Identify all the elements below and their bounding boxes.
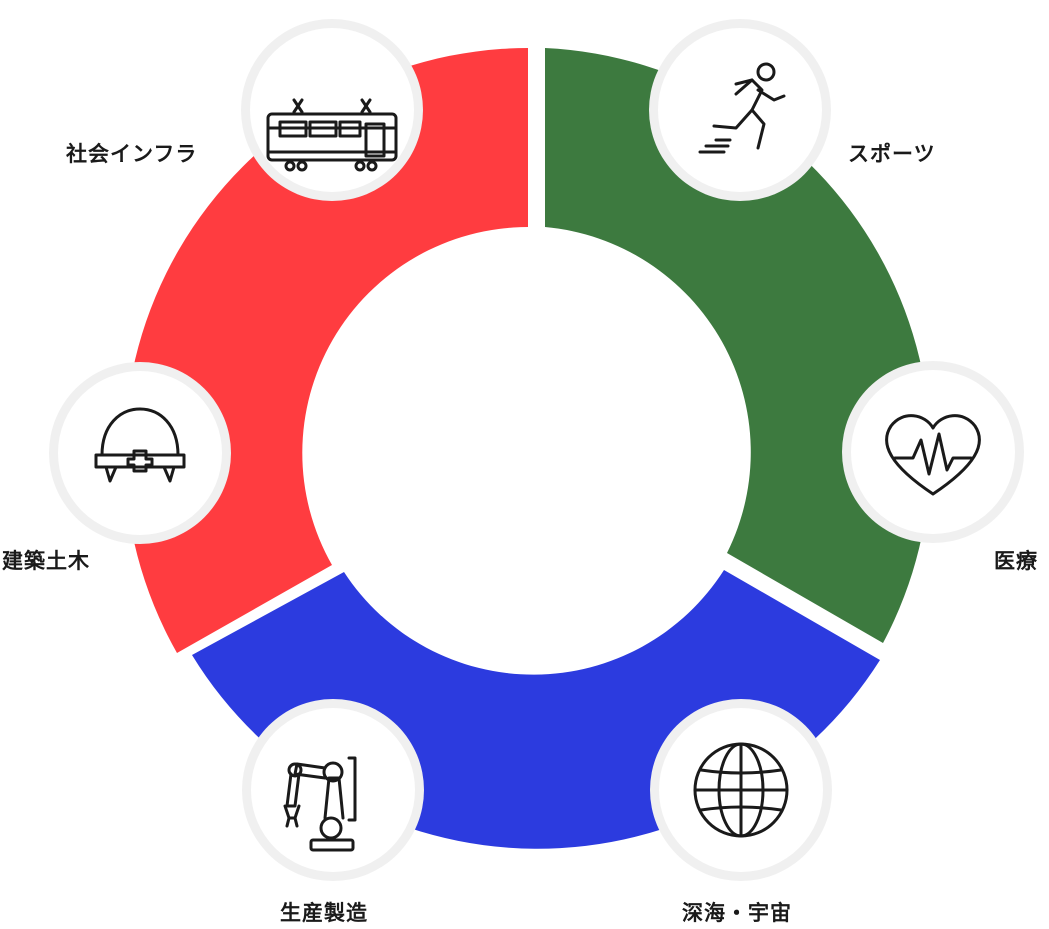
badge-medical xyxy=(851,370,1015,534)
badge-construction xyxy=(58,371,222,535)
badge-manufacturing xyxy=(251,708,415,872)
label-space: 深海・宇宙 xyxy=(682,901,792,925)
segment-sports-medical xyxy=(545,48,931,643)
label-infrastructure: 社会インフラ xyxy=(66,142,198,166)
segment-infrastructure xyxy=(124,48,528,653)
label-medical: 医療 xyxy=(994,549,1038,573)
badge-infrastructure xyxy=(250,28,414,192)
badge-space xyxy=(659,708,823,872)
robot-arm-icon xyxy=(283,756,357,852)
heartbeat-icon xyxy=(885,414,981,496)
train-icon xyxy=(266,98,398,172)
running-person-icon xyxy=(698,62,786,154)
globe-icon xyxy=(693,742,789,838)
label-sports: スポーツ xyxy=(848,142,936,166)
hard-hat-icon xyxy=(94,407,186,483)
label-construction: 建築土木 xyxy=(2,549,90,573)
label-manufacturing: 生産製造 xyxy=(280,901,368,925)
badge-sports xyxy=(658,28,822,192)
